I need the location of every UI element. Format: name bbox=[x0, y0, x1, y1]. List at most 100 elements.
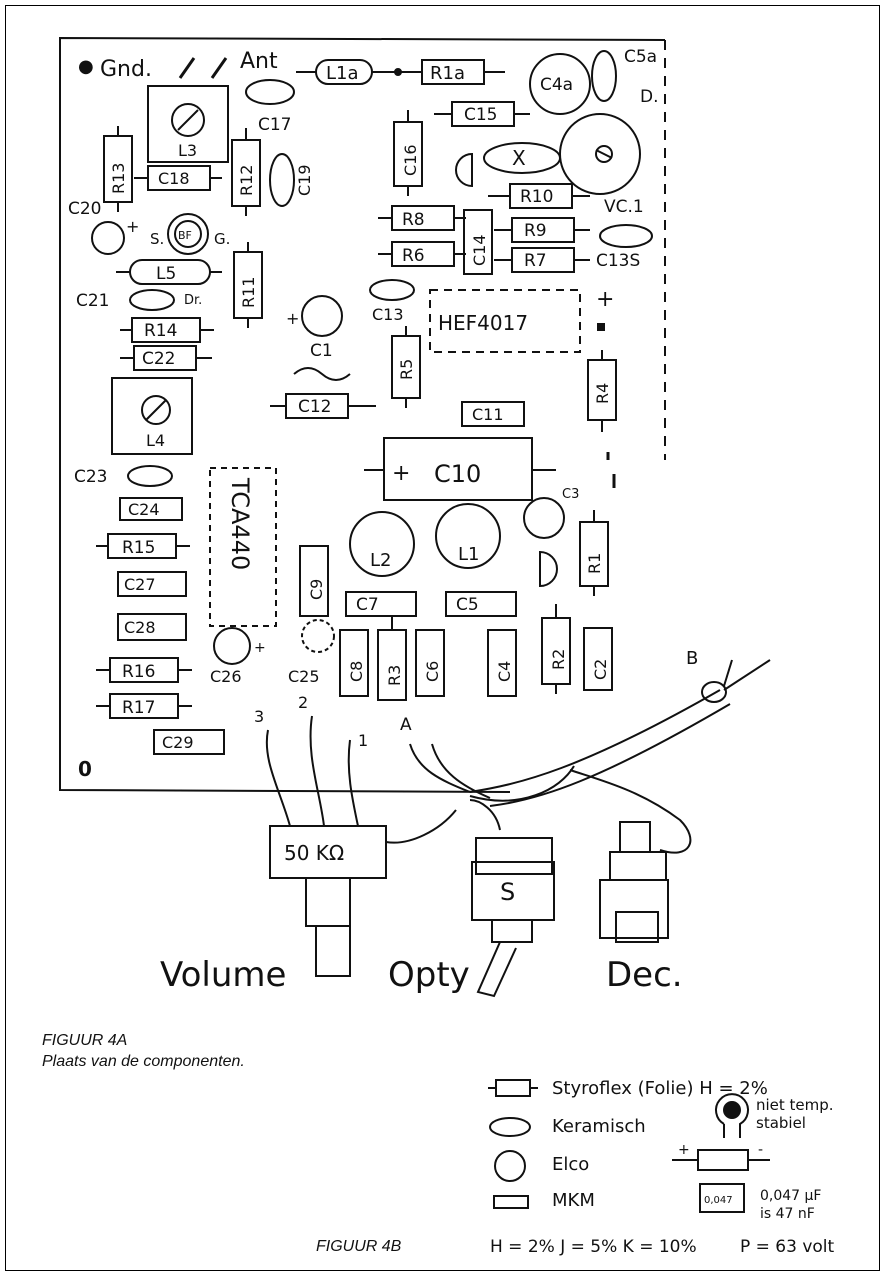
svg-text:Keramisch: Keramisch bbox=[552, 1116, 646, 1137]
svg-text:+: + bbox=[254, 640, 266, 656]
svg-text:0,047: 0,047 bbox=[704, 1195, 733, 1206]
resistor-r1a: R1a bbox=[421, 59, 505, 85]
capacitor-c7: C7 bbox=[345, 591, 417, 617]
svg-text:C13: C13 bbox=[372, 305, 404, 324]
svg-text:C11: C11 bbox=[472, 405, 504, 424]
legend-niet-temp-stabiel: niet temp. stabiel bbox=[715, 1093, 834, 1138]
svg-text:L2: L2 bbox=[370, 550, 391, 571]
capacitor-c8: C8 bbox=[339, 629, 369, 697]
svg-text:C2: C2 bbox=[591, 659, 610, 680]
resistor-r12: R12 bbox=[231, 128, 261, 216]
svg-text:R17: R17 bbox=[122, 698, 155, 718]
svg-text:B: B bbox=[686, 648, 698, 669]
capacitor-c1: + C1 bbox=[286, 295, 351, 381]
inductor-l5: L5 bbox=[116, 259, 222, 285]
svg-text:Elco: Elco bbox=[552, 1154, 589, 1175]
coil-l3: L3 bbox=[147, 85, 229, 163]
capacitor-c4a: C4a bbox=[529, 53, 591, 115]
svg-text:R3: R3 bbox=[385, 665, 404, 686]
capacitor-c2: C2 bbox=[583, 627, 613, 691]
c19-label: C19 bbox=[295, 164, 314, 196]
svg-text:C10: C10 bbox=[434, 460, 481, 488]
svg-text:C9: C9 bbox=[307, 579, 326, 600]
svg-text:X: X bbox=[512, 146, 526, 170]
svg-text:R1a: R1a bbox=[430, 63, 465, 84]
resistor-r14: R14 bbox=[120, 317, 214, 343]
resistor-r13: R13 bbox=[103, 126, 133, 212]
legend-keramisch: Keramisch bbox=[489, 1116, 646, 1137]
resistor-r2: R2 bbox=[541, 604, 571, 694]
legend-tolerances: H = 2% J = 5% K = 10% P = 63 volt bbox=[490, 1237, 835, 1257]
capacitor-c27: C27 bbox=[117, 571, 187, 597]
resistor-r10: R10 bbox=[488, 183, 590, 209]
svg-text:Opty: Opty bbox=[388, 955, 470, 995]
svg-text:R2: R2 bbox=[549, 649, 568, 670]
svg-text:2: 2 bbox=[298, 693, 308, 712]
ant-label: Ant bbox=[240, 49, 278, 74]
pad-plus bbox=[597, 323, 605, 331]
resistor-r8: R8 bbox=[378, 205, 466, 231]
transistor-t2 bbox=[455, 152, 473, 188]
svg-text:R11: R11 bbox=[239, 277, 258, 308]
svg-text:L3: L3 bbox=[178, 141, 197, 160]
svg-text:Styroflex (Folie) H = 2%: Styroflex (Folie) H = 2% bbox=[552, 1078, 768, 1099]
resistor-r16: R16 bbox=[96, 657, 192, 683]
svg-text:C16: C16 bbox=[401, 144, 420, 176]
svg-text:R6: R6 bbox=[402, 246, 425, 266]
svg-text:R8: R8 bbox=[402, 210, 425, 230]
capacitor-c24: C24 bbox=[119, 497, 183, 521]
capacitor-c20: C20 + bbox=[68, 199, 139, 255]
svg-text:+: + bbox=[678, 1142, 690, 1158]
capacitor-c6: C6 bbox=[415, 629, 445, 697]
resistor-r1: R1 bbox=[579, 510, 609, 596]
svg-text:S: S bbox=[500, 878, 515, 906]
d-label: D. bbox=[640, 87, 659, 107]
capacitor-c5a-body bbox=[591, 50, 617, 102]
svg-text:+: + bbox=[286, 309, 299, 328]
svg-text:C6: C6 bbox=[423, 661, 442, 682]
ic-hef4017: HEF4017 bbox=[429, 289, 581, 353]
svg-text:MKM: MKM bbox=[552, 1190, 595, 1211]
ic-tca440: TCA440 bbox=[209, 467, 277, 627]
capacitor-c23: C23 bbox=[74, 465, 173, 487]
c5a-label: C5a bbox=[624, 47, 657, 67]
control-labels: Volume Opty Dec. bbox=[160, 955, 683, 995]
capacitor-c16: C16 bbox=[393, 110, 423, 196]
transistor-t1 bbox=[539, 550, 558, 588]
svg-text:C12: C12 bbox=[298, 397, 332, 417]
svg-text:P = 63 volt: P = 63 volt bbox=[740, 1237, 835, 1257]
svg-text:R4: R4 bbox=[593, 383, 612, 404]
svg-text:TCA440: TCA440 bbox=[226, 477, 254, 570]
capacitor-c4: C4 bbox=[487, 629, 517, 697]
svg-text:0,047 μF: 0,047 μF bbox=[760, 1188, 822, 1204]
capacitor-c25: C25 bbox=[288, 619, 335, 686]
legend-mkm: MKM 0,047 0,047 μF is 47 nF bbox=[493, 1183, 822, 1222]
svg-text:C14: C14 bbox=[470, 234, 489, 266]
resistor-r11: R11 bbox=[233, 242, 263, 328]
resistor-r7: R7 bbox=[494, 247, 590, 273]
resistor-r5: R5 bbox=[391, 326, 421, 408]
shielded-cable bbox=[409, 659, 771, 854]
svg-text:BF: BF bbox=[178, 229, 192, 242]
svg-text:+: + bbox=[392, 461, 410, 486]
mount-hole-top: ● bbox=[78, 56, 94, 77]
svg-text:R7: R7 bbox=[524, 251, 547, 271]
svg-text:R16: R16 bbox=[122, 662, 155, 682]
capacitor-c5: C5 bbox=[445, 591, 517, 617]
capacitor-c28: C28 bbox=[117, 613, 187, 641]
capacitor-c29: C29 bbox=[153, 729, 225, 755]
svg-text:3: 3 bbox=[254, 707, 264, 726]
legend-styroflex: Styroflex (Folie) H = 2% bbox=[488, 1078, 768, 1099]
capacitor-c26: + C26 bbox=[210, 627, 266, 686]
svg-text:C28: C28 bbox=[124, 618, 156, 637]
svg-text:L5: L5 bbox=[156, 264, 176, 284]
figure-frame bbox=[5, 5, 880, 1271]
svg-text:stabiel: stabiel bbox=[756, 1114, 806, 1132]
svg-text:Volume: Volume bbox=[160, 955, 286, 995]
svg-text:C3: C3 bbox=[562, 487, 579, 502]
svg-text:C18: C18 bbox=[158, 169, 190, 188]
svg-text:+: + bbox=[126, 217, 139, 236]
svg-text:C25: C25 bbox=[288, 667, 320, 686]
transistor-bf: BF S. G. bbox=[150, 213, 230, 255]
